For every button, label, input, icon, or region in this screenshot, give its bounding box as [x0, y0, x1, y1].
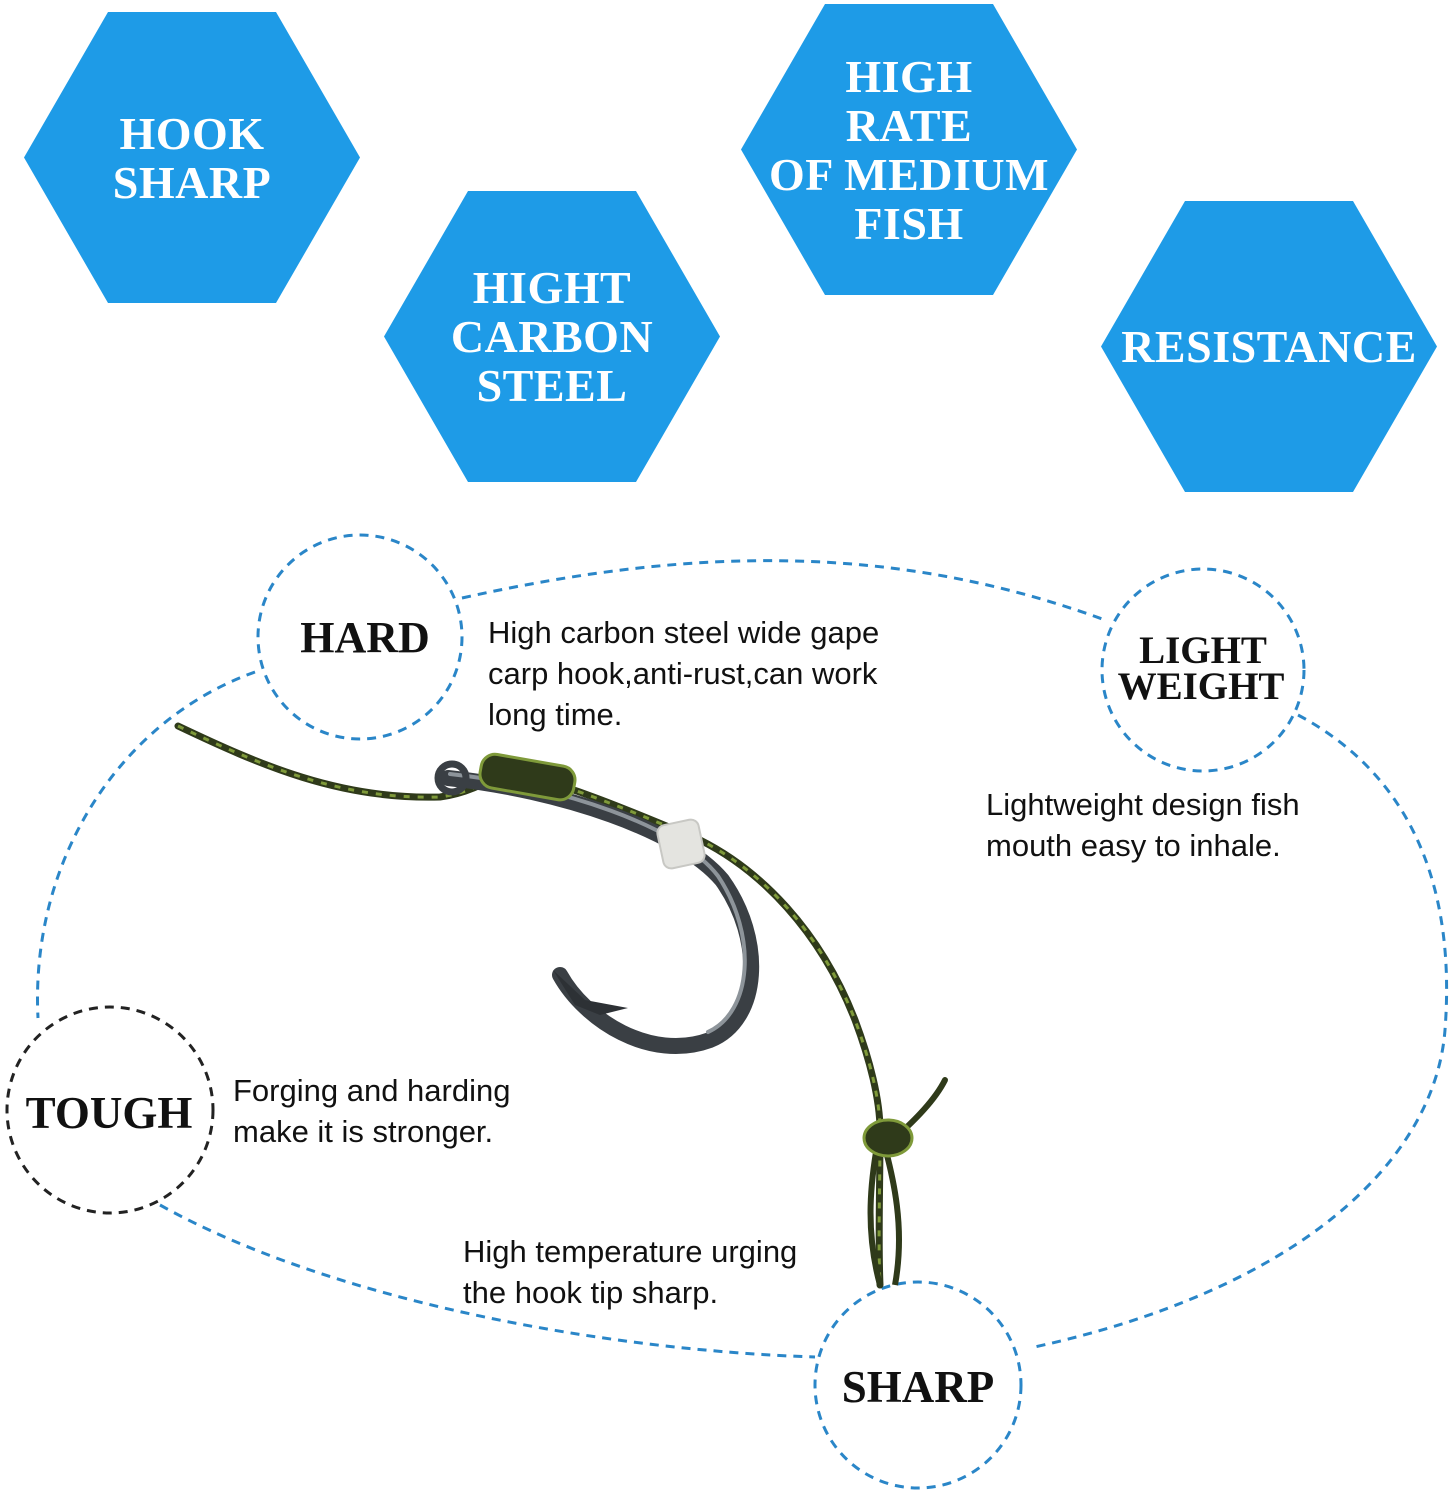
hard-circle — [256, 533, 464, 741]
loop-segment-bottom — [159, 1203, 816, 1359]
hard-label: HARD — [300, 613, 430, 662]
light-weight-circle — [1100, 567, 1306, 773]
hook-eye — [434, 760, 470, 796]
hexagon-high-carbon-steel: HIGHT CARBON STEEL — [384, 191, 720, 482]
hexagon-label: RESISTANCE — [1121, 321, 1417, 372]
tough-label: TOUGH — [26, 1088, 193, 1138]
hook-rig-illustration — [174, 722, 948, 1289]
knot — [862, 1118, 914, 1158]
hexagon-resistance: RESISTANCE — [1101, 201, 1437, 492]
light-weight-label-line1: LIGHT — [1139, 629, 1267, 672]
hook-point — [553, 970, 628, 1015]
hexagon-high-rate: HIGH RATE OF MEDIUM FISH — [741, 4, 1077, 295]
braided-line-highlight — [177, 724, 882, 1286]
hook-body — [440, 770, 760, 1054]
shrink-tube — [656, 818, 706, 870]
hard-description: High carbon steel wide gape carp hook,an… — [488, 615, 880, 732]
sharp-label: SHARP — [842, 1362, 995, 1412]
tough-description: Forging and harding make it is stronger. — [233, 1073, 511, 1149]
light-weight-description: Lightweight design fish mouth easy to in… — [986, 787, 1300, 863]
hexagon-label: HIGH RATE OF MEDIUM FISH — [768, 50, 1050, 249]
hexagon-label: HOOK SHARP — [112, 107, 272, 208]
sharp-description: High temperature urging the hook tip sha… — [463, 1234, 798, 1310]
sharp-circle — [813, 1280, 1023, 1490]
loop-segment-left — [36, 670, 256, 1019]
whipping-knot — [478, 752, 577, 802]
light-weight-label-line2: WEIGHT — [1118, 665, 1285, 708]
hexagon-hook-sharp: HOOK SHARP — [24, 12, 360, 303]
dashed-loop — [36, 559, 1449, 1359]
loop-segment-right — [1029, 713, 1449, 1350]
braided-line — [174, 722, 884, 1289]
tough-circle — [5, 1005, 215, 1215]
loop-segment-top — [461, 559, 1106, 622]
hexagon-label: HIGHT CARBON STEEL — [450, 262, 654, 411]
